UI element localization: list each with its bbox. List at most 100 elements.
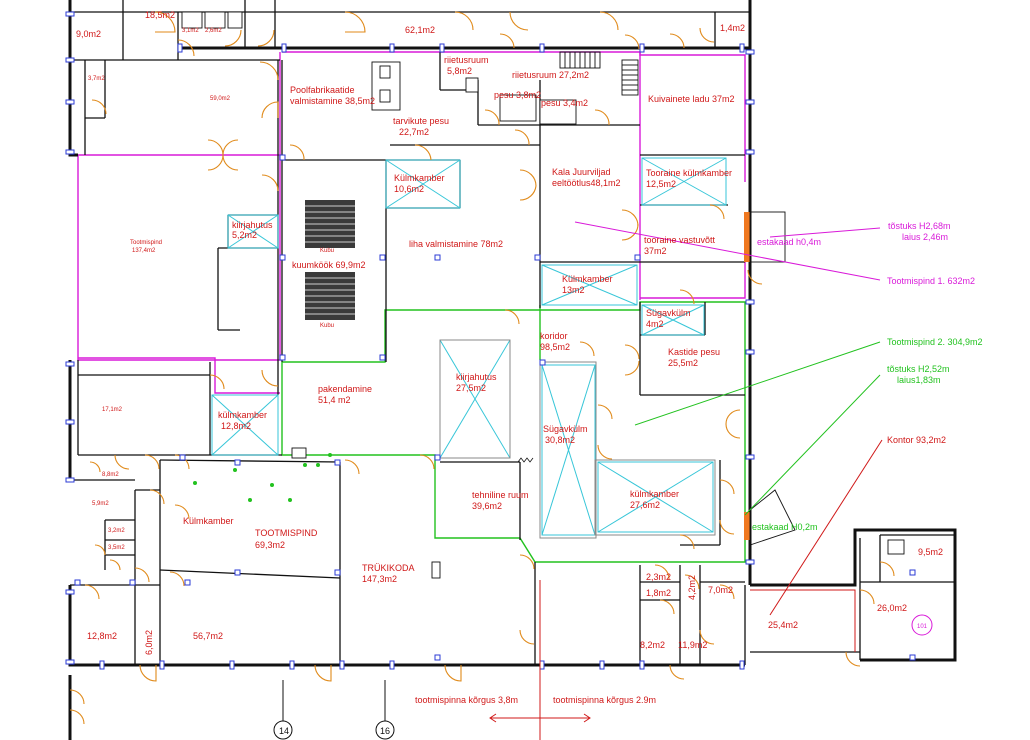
green-zone-outline (281, 301, 746, 563)
kubu-label: Kubu (320, 323, 334, 329)
room-label: 2,3m2 (646, 572, 671, 582)
height-left-label: tootmispinna kõrgus 3,8m (415, 695, 518, 705)
room-label: 18,5m2 (145, 10, 175, 20)
room-label: 5,9m2 (92, 501, 109, 507)
room-label: 2,6m2 (205, 28, 222, 34)
room-label: 6,0m2 (144, 630, 154, 655)
room-label: 25,4m2 (768, 620, 798, 630)
room-label: 8,2m2 (640, 640, 665, 650)
room-label: 3,1m2 (182, 28, 199, 34)
room-label: 13m2 (562, 285, 585, 295)
room-label: 10,6m2 (394, 184, 424, 194)
room-label: 62,1m2 (405, 25, 435, 35)
small-labels: Kubu Kubu 101 (320, 248, 928, 630)
room-label: 8,8m2 (102, 472, 119, 478)
room-label: Tootmispind (130, 240, 162, 246)
room-label: tehniline ruum (472, 490, 529, 500)
room-label: riietusruum (444, 55, 489, 65)
room-label: riietusruum 27,2m2 (512, 70, 589, 80)
room-label: 4,2m2 (687, 575, 697, 600)
room-label: pesu 3,4m2 (541, 98, 588, 108)
cooling-room-borders (439, 339, 716, 539)
room-label: 37m2 (644, 246, 667, 256)
tostuks-2-width: laius1,83m (897, 375, 941, 385)
room-label: 147,3m2 (362, 574, 397, 584)
green-dots (193, 453, 332, 502)
room-label: liha valmistamine 78m2 (409, 239, 503, 249)
room-label: 9,0m2 (76, 29, 101, 39)
room-label: TOOTMISPIND (255, 528, 318, 538)
room-label: 51,4 m2 (318, 395, 351, 405)
loading-dock (744, 211, 796, 546)
room-label: 59,0m2 (210, 96, 231, 102)
cooling-rooms (211, 157, 727, 536)
room-label: pakendamine (318, 384, 372, 394)
pink-zone-outline (77, 51, 746, 394)
estakaad-1-label: estakaad h0,4m (757, 237, 821, 247)
room-label: TRÜKIKODA (362, 563, 415, 573)
kubu-label: Kubu (320, 248, 334, 254)
room-label: 98,5m2 (540, 342, 570, 352)
room-label: Kuivainete ladu 37m2 (648, 94, 735, 104)
room-labels: 18,5m2 9,0m2 3,1m2 2,6m2 62,1m2 1,4m2 3,… (76, 10, 943, 655)
room-label: 30,8m2 (545, 435, 575, 445)
doors (69, 11, 895, 725)
room-label: 26,0m2 (877, 603, 907, 613)
room-label: 11,9m2 (678, 640, 707, 650)
room-label: külmkamber (218, 410, 267, 420)
room-label: 137,4m2 (132, 248, 156, 254)
kontor-outline (750, 589, 856, 652)
stairs (559, 51, 639, 96)
room-label: 27,5m2 (456, 383, 486, 393)
room-label: 39,6m2 (472, 501, 502, 511)
kontor-label: Kontor 93,2m2 (887, 435, 946, 445)
tootmispind-2-label: Tootmispind 2. 304,9m2 (887, 337, 983, 347)
room-label: koridor (540, 331, 568, 341)
room-label: 27,6m2 (630, 500, 660, 510)
tostuks-1-width: laius 2,46m (902, 232, 948, 242)
room-label: 9,5m2 (918, 547, 943, 557)
room-label: 3,2m2 (108, 528, 125, 534)
room-label: külmkamber (630, 489, 679, 499)
room-label: pesu 3,8m2 (494, 90, 541, 100)
room-label: 7,0m2 (708, 585, 733, 595)
room-label: 4m2 (646, 319, 664, 329)
axis-label: 16 (380, 726, 390, 736)
room-label: Külmkamber (562, 274, 613, 284)
room-label: 12,8m2 (87, 631, 117, 641)
room-label: tarvikute pesu (393, 116, 449, 126)
room-label: 25,5m2 (668, 358, 698, 368)
tostuks-2-height: tõstuks H2,52m (887, 364, 950, 374)
zigzag-marker (517, 457, 534, 463)
room-label: 1,4m2 (720, 23, 745, 33)
axis-label: 14 (279, 726, 289, 736)
sink-fixtures (181, 11, 905, 579)
room-label: Külmkamber (394, 173, 445, 183)
room-label: kuumköök 69,9m2 (292, 260, 366, 270)
tostuks-1-height: tõstuks H2,68m (888, 221, 951, 231)
room-label: Kastide pesu (668, 347, 720, 357)
leader-lines (489, 221, 883, 740)
room-label: Kala Juurviljad (552, 167, 611, 177)
room-label: Külmkamber (183, 516, 234, 526)
annotations: tõstuks H2,68m laius 2,46m estakaad h0,4… (279, 221, 983, 736)
axis-markers (273, 680, 395, 740)
room-label: tooraine vastuvõtt (644, 235, 716, 245)
room-label: kiirjahutus (232, 220, 273, 230)
room-label: 5,8m2 (447, 66, 472, 76)
room-101-label: 101 (917, 624, 928, 630)
room-label: 3,5m2 (108, 545, 125, 551)
grate-lines (305, 205, 355, 315)
room-label: valmistamine 38,5m2 (290, 96, 375, 106)
room-label: 56,7m2 (193, 631, 223, 641)
room-label: 17,1m2 (102, 407, 123, 413)
room-label: Sügavkülm (646, 308, 691, 318)
room-101-marker (911, 614, 933, 636)
room-label: kiirjahutus (456, 372, 497, 382)
room-label: Poolfabrikaatide (290, 85, 355, 95)
room-label: 5,2m2 (232, 230, 257, 240)
room-label: Sügavkülm (543, 424, 588, 434)
room-label: 12,5m2 (646, 179, 676, 189)
room-label: 1,8m2 (646, 588, 671, 598)
